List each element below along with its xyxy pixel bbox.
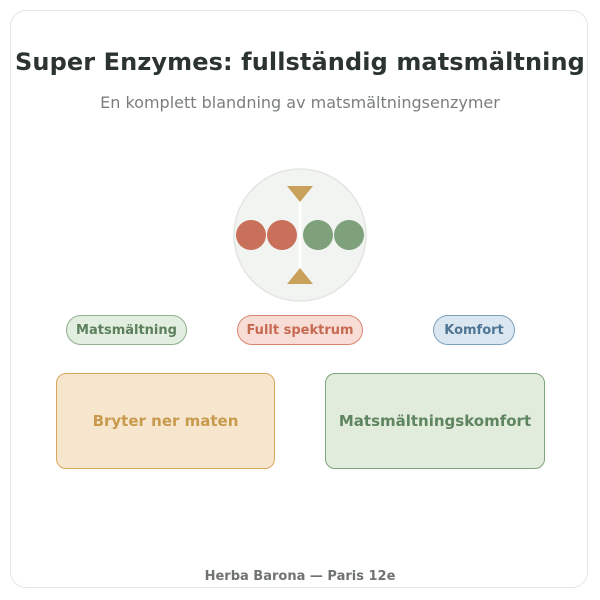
tag-komfort: Komfort <box>433 315 515 345</box>
enzyme-balance-icon <box>233 168 367 302</box>
footer-text: Herba Barona — Paris 12e <box>204 569 396 584</box>
tag-matsmaltning: Matsmältning <box>66 315 187 345</box>
tag-fullt-spektrum: Fullt spektrum <box>237 315 363 345</box>
page-title: Super Enzymes: fullständig matsmältning <box>15 48 585 76</box>
dot-green-icon <box>334 220 364 250</box>
page-subtitle: En komplett blandning av matsmältningsen… <box>100 93 500 112</box>
dot-red-icon <box>236 220 266 250</box>
dot-red-icon <box>267 220 297 250</box>
dot-green-icon <box>303 220 333 250</box>
benefit-box-matsmaltningskomfort: Matsmältningskomfort <box>325 373 545 469</box>
triangle-down-icon <box>287 186 313 202</box>
triangle-up-icon <box>287 268 313 284</box>
benefit-box-bryter-ner-maten: Bryter ner maten <box>56 373 275 469</box>
